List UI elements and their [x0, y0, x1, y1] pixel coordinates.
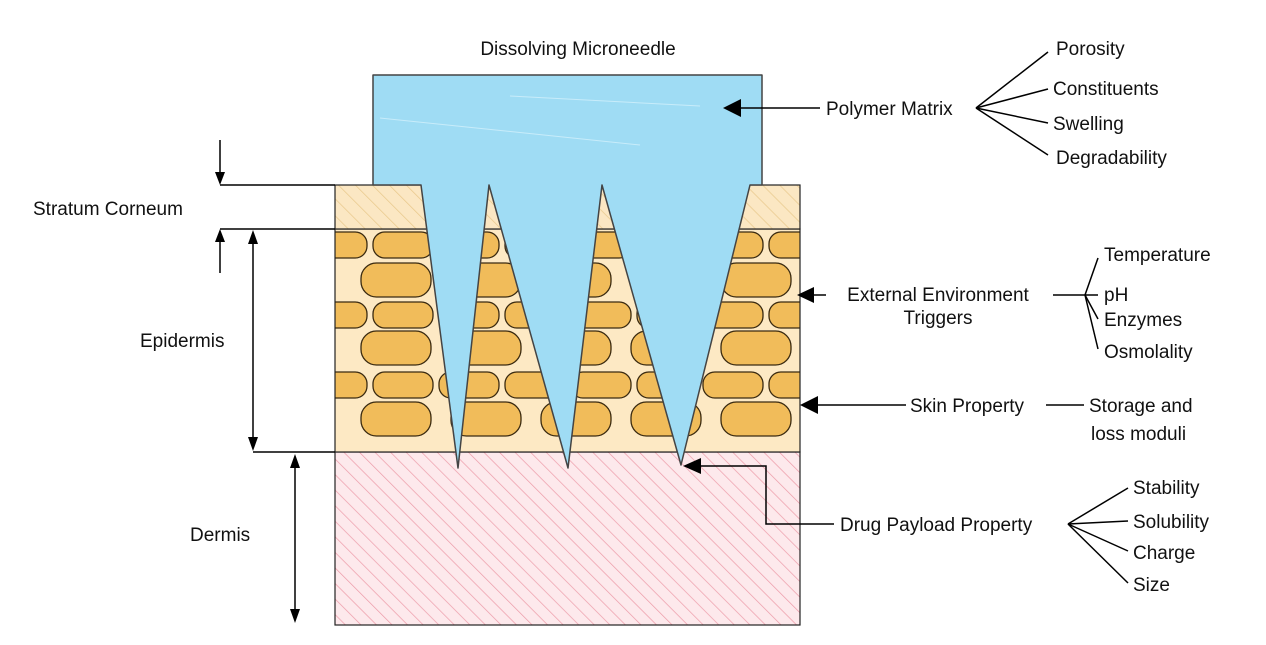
microneedle-patch: [372, 74, 763, 469]
stratum-corneum-marker: Stratum Corneum: [33, 140, 335, 273]
epidermis-cell: [720, 401, 792, 437]
external-triggers-label-line1: External Environment: [847, 285, 1029, 306]
polymer-item-constituents: Constituents: [1053, 79, 1159, 100]
skin-property-factor: Skin Property Storage and loss moduli: [800, 396, 1193, 445]
epidermis-cell: [360, 262, 432, 298]
epidermis-label: Epidermis: [140, 331, 224, 352]
epidermis-cell: [570, 371, 632, 399]
payload-item-charge: Charge: [1133, 543, 1195, 564]
epidermis-cell: [360, 330, 432, 366]
epidermis-cell: [335, 371, 368, 399]
epidermis-marker: Epidermis: [140, 230, 335, 453]
dermis-layer: [334, 451, 801, 626]
external-triggers-label-line2: Triggers: [904, 308, 973, 329]
trigger-item-osmolality: Osmolality: [1104, 342, 1193, 363]
epidermis-cell: [768, 301, 800, 329]
external-triggers-factor: External Environment Triggers Temperatur…: [797, 245, 1211, 363]
epidermis-cell: [335, 231, 368, 259]
polymer-matrix-factor: Polymer Matrix Porosity Constituents Swe…: [723, 39, 1167, 169]
polymer-matrix-label: Polymer Matrix: [826, 99, 953, 120]
drug-payload-factor: Drug Payload Property Stability Solubili…: [683, 458, 1210, 596]
epidermis-cell: [768, 371, 800, 399]
polymer-item-porosity: Porosity: [1056, 39, 1125, 60]
dermis-marker: Dermis: [190, 454, 300, 623]
microneedle-sheen: [379, 95, 701, 146]
stratum-corneum-label: Stratum Corneum: [33, 199, 183, 220]
trigger-item-temperature: Temperature: [1104, 245, 1211, 266]
skin-property-label: Skin Property: [910, 396, 1025, 417]
epidermis-cell: [335, 301, 368, 329]
trigger-item-ph: pH: [1104, 285, 1128, 306]
payload-item-solubility: Solubility: [1133, 512, 1210, 533]
epidermis-cell: [372, 301, 434, 329]
epidermis-cell: [720, 262, 792, 298]
epidermis-cell: [768, 231, 800, 259]
epidermis-cell: [720, 330, 792, 366]
skin-property-detail-line1: Storage and: [1089, 396, 1193, 417]
diagram-title: Dissolving Microneedle: [480, 39, 675, 60]
epidermis-cell: [372, 231, 434, 259]
epidermis-cell: [372, 371, 434, 399]
epidermis-cell: [702, 371, 764, 399]
payload-item-stability: Stability: [1133, 478, 1200, 499]
drug-payload-label: Drug Payload Property: [840, 515, 1033, 536]
polymer-item-degradability: Degradability: [1056, 148, 1167, 169]
trigger-item-enzymes: Enzymes: [1104, 310, 1182, 331]
dermis-label: Dermis: [190, 525, 250, 546]
epidermis-cell: [360, 401, 432, 437]
polymer-item-swelling: Swelling: [1053, 114, 1124, 135]
payload-item-size: Size: [1133, 575, 1170, 596]
skin-property-detail-line2: loss moduli: [1091, 424, 1186, 445]
